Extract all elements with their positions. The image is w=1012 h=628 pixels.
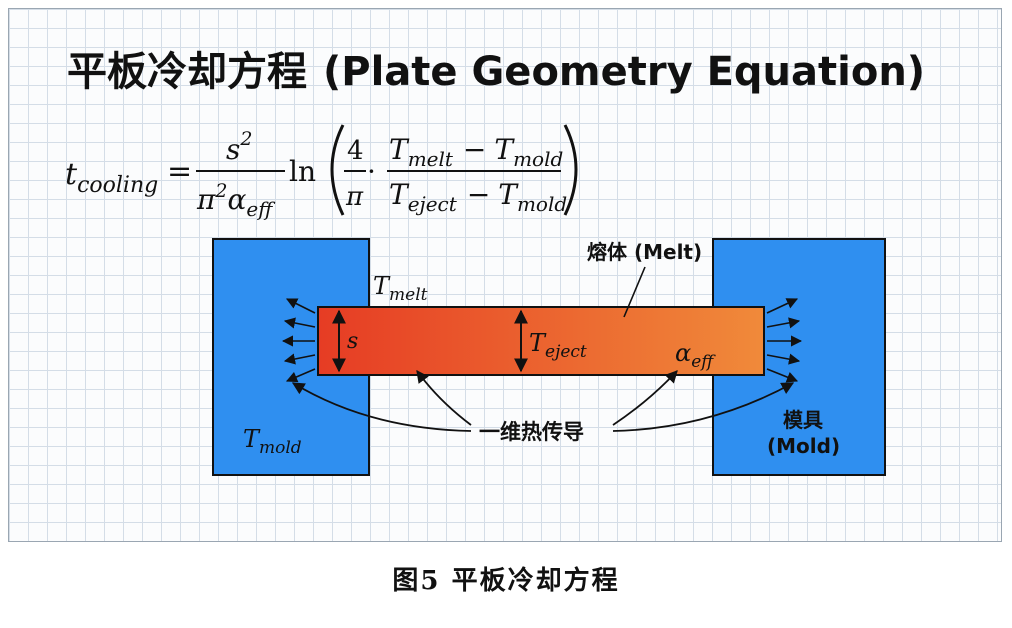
conduction-label: 一维热传导 <box>479 420 584 444</box>
mold-label-en: (Mold) <box>767 434 840 458</box>
eq-lhs-sub: cooling <box>77 173 158 198</box>
conduction-pointers <box>291 369 795 432</box>
t-melt-label: Tmelt <box>373 272 428 305</box>
title-chinese: 平板冷却方程 <box>67 49 307 95</box>
eq-num-s: s2 <box>226 128 252 166</box>
eq-den-temps: Teject−Tmold <box>389 178 567 216</box>
figure-caption: 图5 平板冷却方程 <box>392 566 620 596</box>
heat-flow-arrows-right <box>766 298 803 383</box>
thickness-label: s <box>347 329 358 354</box>
diagram-panel: 平板冷却方程 (Plate Geometry Equation) tcooling… <box>8 8 1002 542</box>
eq-lhs-t: tcooling <box>65 157 158 198</box>
eq-den: π2αeff <box>196 180 276 221</box>
melt-label: 熔体 (Melt) <box>587 240 702 264</box>
melt-plate <box>317 306 765 376</box>
eq-num-temps: Tmelt−Tmold <box>389 133 563 171</box>
eq-ln: ln <box>289 155 316 188</box>
eq-equals: = <box>167 154 192 189</box>
eq-four: 4 <box>347 136 364 166</box>
eq-pi: π <box>345 182 364 212</box>
plate-diagram: s Teject αeff Tmelt 熔体 (Melt) Tmold 模具 (… <box>212 238 886 476</box>
eq-dot: · <box>367 155 376 188</box>
alpha-eff-label: αeff <box>675 339 716 372</box>
heat-flow-arrows-left <box>281 298 316 383</box>
eq-left-paren <box>330 124 345 216</box>
title-english: (Plate Geometry Equation) <box>323 49 926 95</box>
page-title: 平板冷却方程 (Plate Geometry Equation) <box>67 39 925 97</box>
cooling-time-equation: tcooling = s2 π2αeff ln 4 π · Tmelt−Tmol… <box>65 124 578 221</box>
t-eject-label: Teject <box>529 329 587 362</box>
eq-right-paren <box>563 124 578 216</box>
mold-label-cn: 模具 <box>783 408 823 432</box>
t-mold-label: Tmold <box>243 425 302 458</box>
melt-pointer <box>623 266 646 318</box>
